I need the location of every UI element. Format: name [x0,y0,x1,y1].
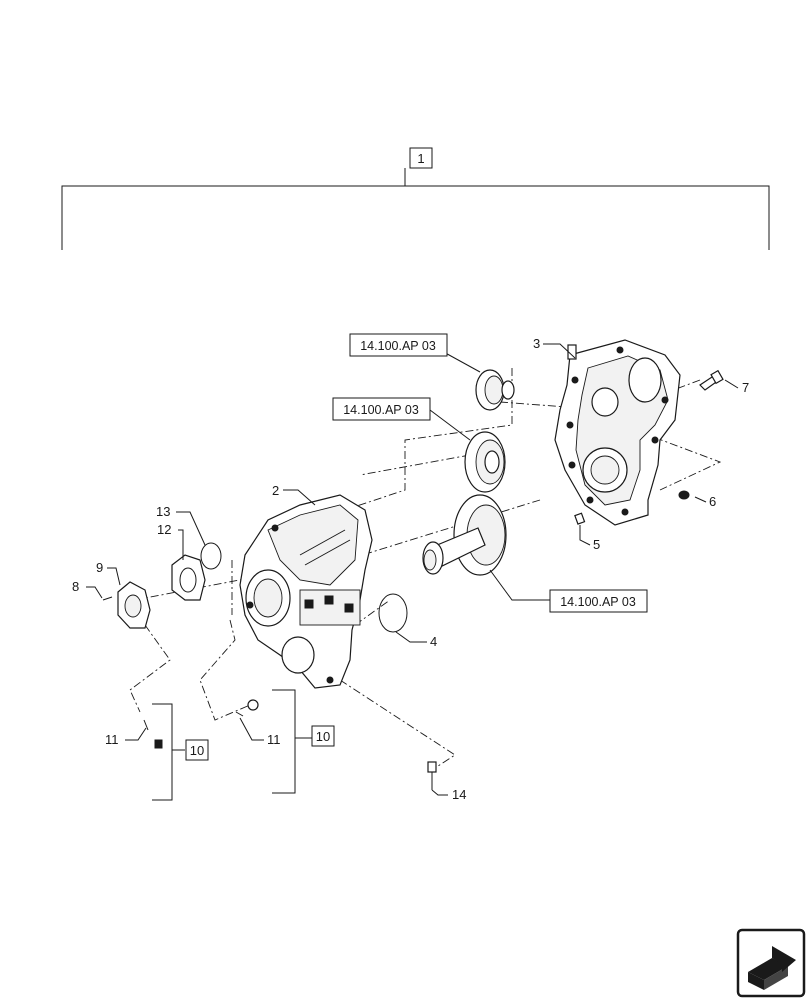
callout-5: 5 [593,537,600,552]
fitting-11-right [235,699,259,717]
large-gear-shaft [422,494,507,576]
callout-12: 12 [157,522,171,537]
callout-2: 2 [272,483,279,498]
callout-8: 8 [72,579,79,594]
callout-10-right: 10 [316,729,330,744]
assembly-bracket: 1 [61,147,770,250]
callout-10-left: 10 [190,743,204,758]
reference-box-bottom[interactable]: 14.100.AP 03 [549,589,648,613]
dowel-pin-5 [574,512,586,525]
pump-cover-9 [117,581,151,629]
callout-6: 6 [709,494,716,509]
o-ring-4 [378,593,408,633]
callout-11-left: 11 [105,732,119,747]
small-gear [475,369,515,411]
callout-3: 3 [533,336,540,351]
reference-box-middle[interactable]: 14.100.AP 03 [332,397,431,421]
end-cover-plate [554,339,681,526]
kit-bracket-left [152,703,185,801]
screw-8 [102,596,113,601]
callout-1: 1 [417,151,424,166]
reference-box-top[interactable]: 14.100.AP 03 [349,333,448,357]
callout-7: 7 [742,380,749,395]
callout-11-right: 11 [267,732,281,747]
svg-text:14.100.AP 03: 14.100.AP 03 [560,595,636,609]
callout-13: 13 [156,504,170,519]
next-page-arrow-icon[interactable] [736,928,806,998]
bolt-14 [427,761,437,790]
gearbox-housing [239,494,373,689]
callout-14: 14 [452,787,466,802]
callout-4: 4 [430,634,437,649]
snap-ring-13 [200,542,222,570]
plug-6 [678,490,690,500]
fitting-11-left [143,719,163,749]
callout-9: 9 [96,560,103,575]
gasket-12 [171,554,206,601]
svg-text:14.100.AP 03: 14.100.AP 03 [343,403,419,417]
kit-bracket-right [272,689,312,794]
bolt-7 [699,369,724,391]
medium-gear [464,431,506,493]
svg-text:14.100.AP 03: 14.100.AP 03 [360,339,436,353]
